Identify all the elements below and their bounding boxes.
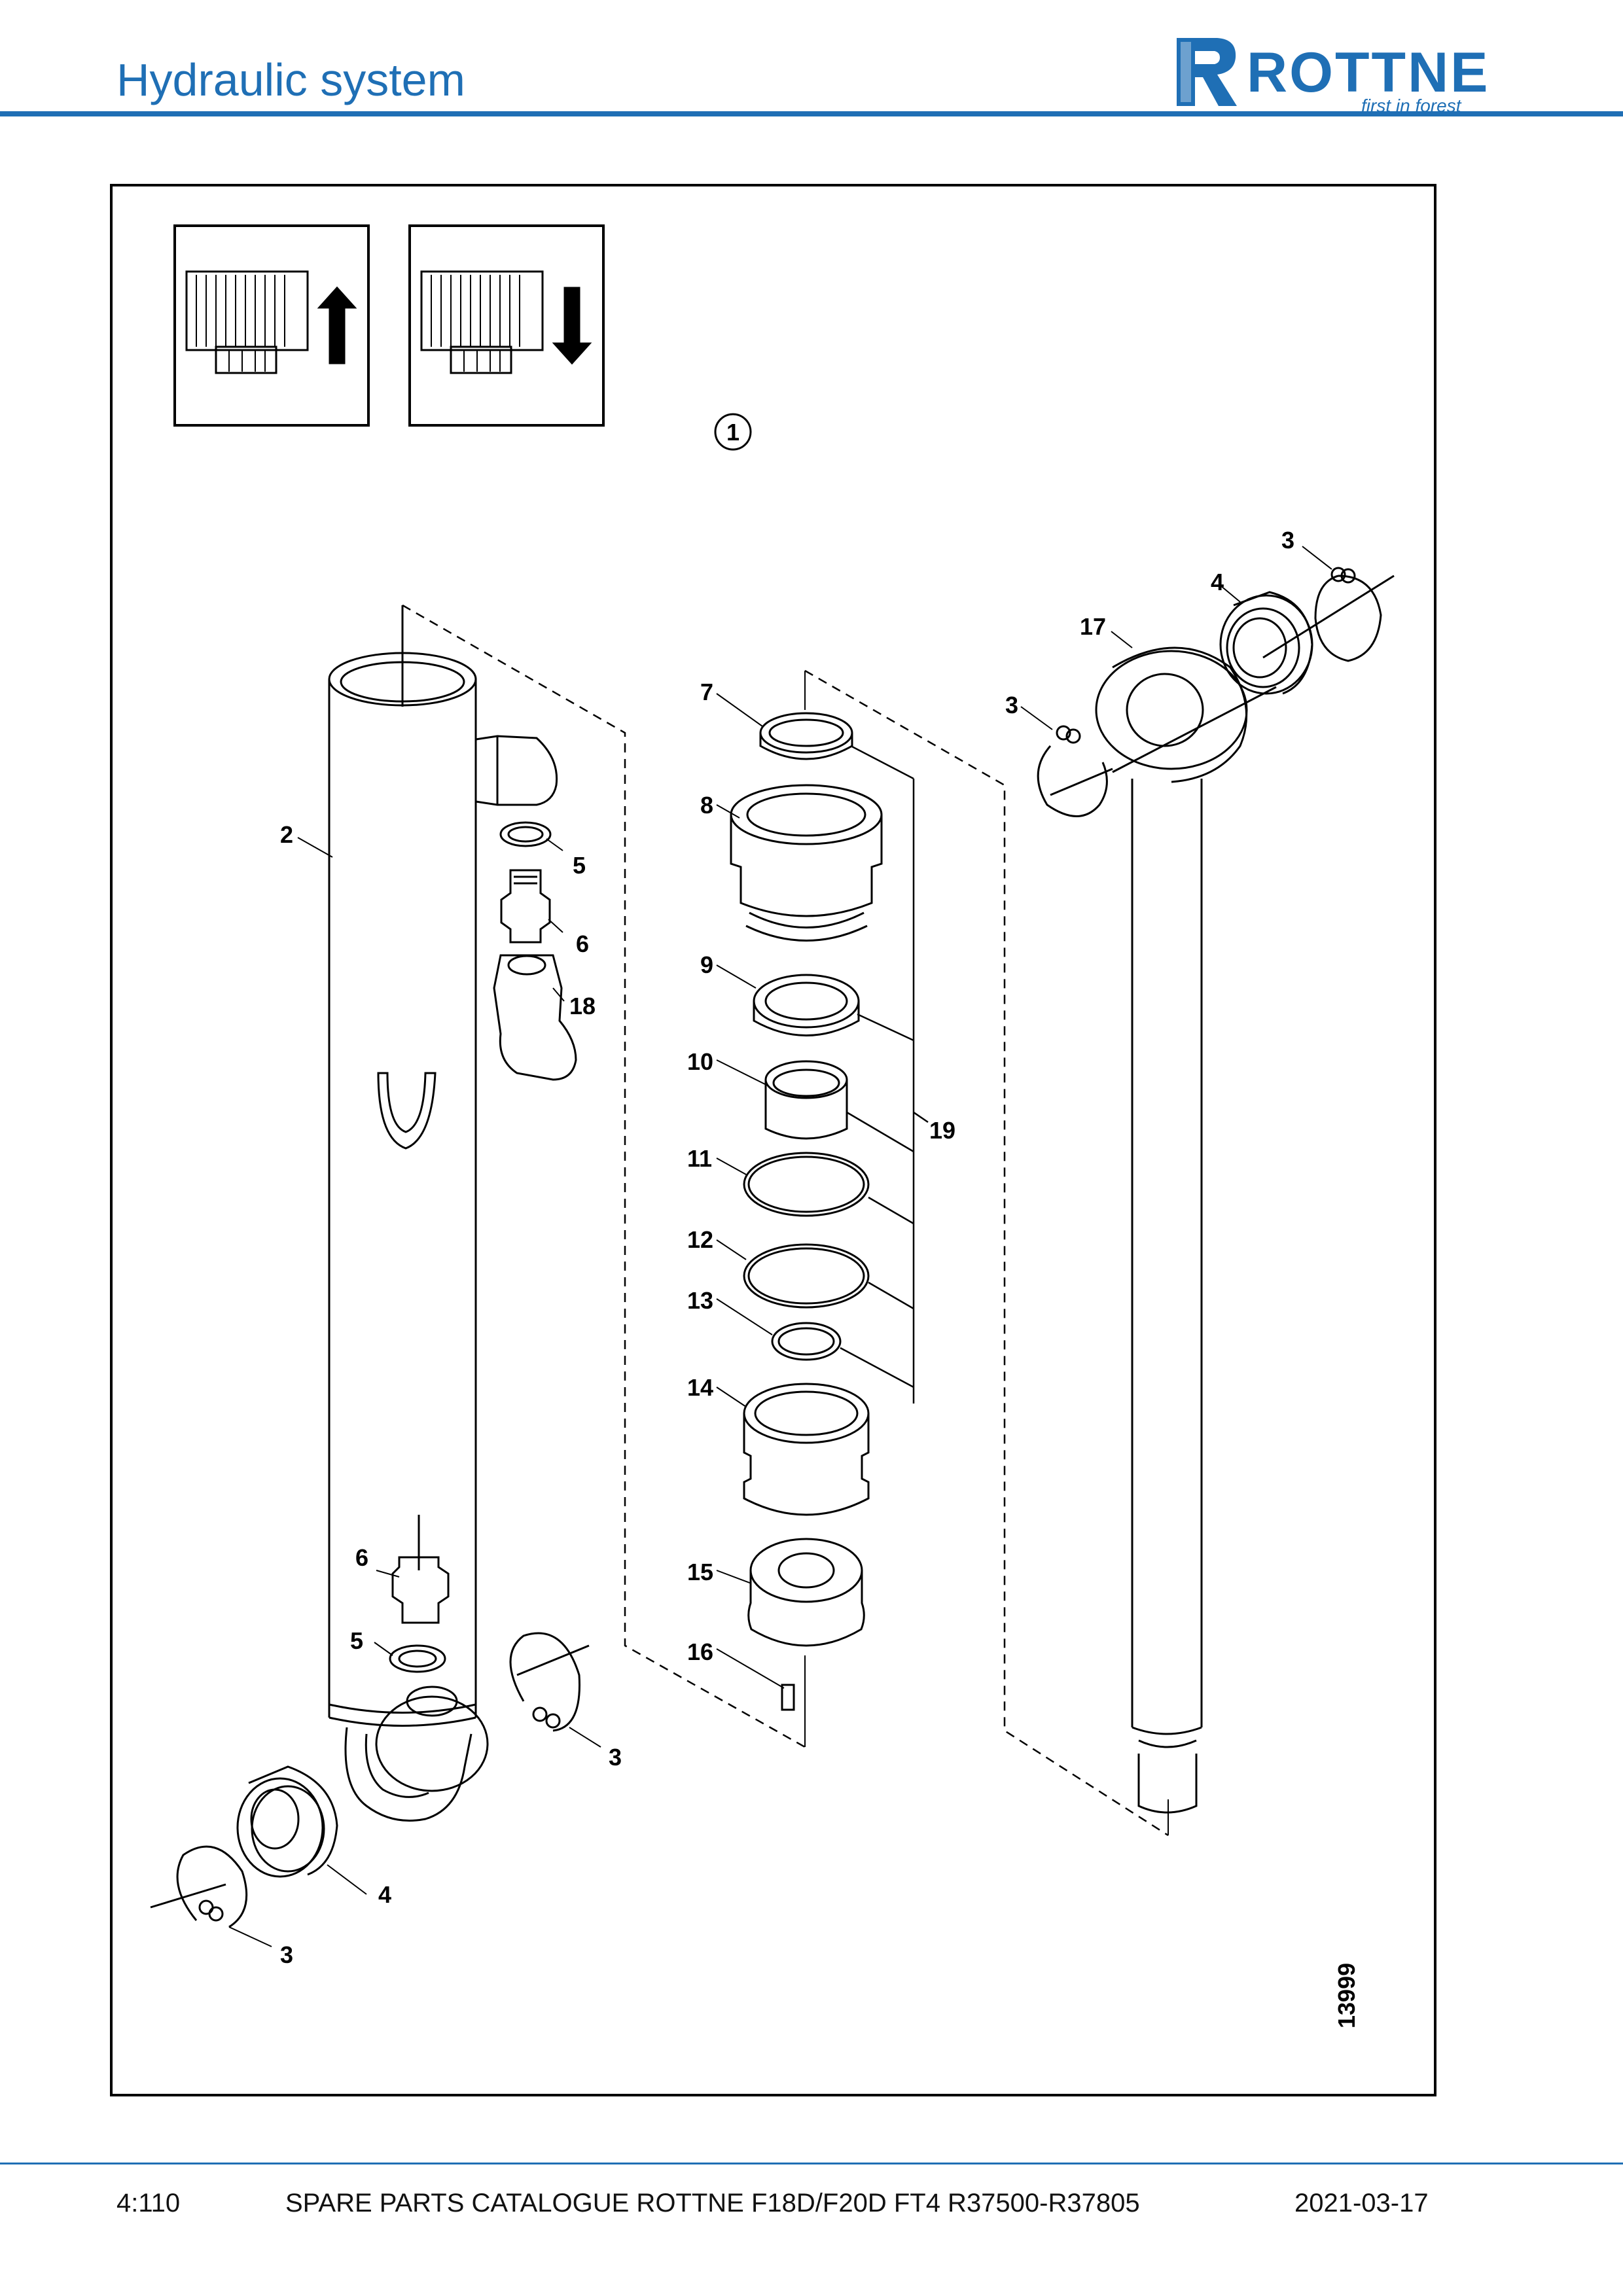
callout-6-base: 6: [355, 1544, 368, 1571]
figure-ref-label: 1: [726, 419, 740, 446]
tube-mount-line: [402, 605, 1169, 1835]
callout-9: 9: [700, 951, 713, 978]
callout-16: 16: [687, 1638, 713, 1665]
footer-rule: [0, 2163, 1623, 2164]
lower-bearing: [236, 1765, 338, 1878]
footer-date: 2021-03-17: [1294, 2189, 1429, 2217]
callout-7: 7: [700, 679, 713, 705]
callout-3-rod: 3: [1005, 692, 1018, 718]
callout-11: 11: [687, 1145, 712, 1172]
callout-13: 13: [687, 1287, 713, 1314]
callout-15: 15: [687, 1559, 713, 1585]
retract-direction-icon: [408, 224, 605, 427]
callout-2: 2: [280, 821, 293, 848]
callout-4-top: 4: [1211, 569, 1224, 595]
callout-17: 17: [1080, 613, 1106, 640]
extend-direction-icon: [173, 224, 370, 427]
callout-14: 14: [687, 1374, 713, 1401]
piston-rod: [1095, 646, 1277, 1814]
callout-10: 10: [687, 1048, 713, 1075]
leader-lines: [228, 546, 1332, 1947]
footer-catalogue-title: SPARE PARTS CATALOGUE ROTTNE F18D/F20D F…: [285, 2189, 1140, 2217]
callout-8: 8: [700, 792, 713, 819]
callout-18: 18: [569, 993, 596, 1019]
callout-3-base-left: 3: [280, 1941, 293, 1968]
callout-5-base: 5: [350, 1627, 363, 1654]
footer-page-number: 4:110: [116, 2189, 181, 2217]
drawing-number: 13999: [1333, 1963, 1360, 2028]
callout-4-base: 4: [378, 1881, 391, 1908]
figure-ref-circle: [714, 413, 752, 451]
callout-19: 19: [929, 1117, 955, 1144]
upper-fittings: [493, 821, 577, 1081]
exploded-parts-drawing: 1: [110, 184, 1436, 2096]
callout-6-top: 6: [576, 930, 589, 957]
callout-5-top: 5: [573, 852, 586, 879]
upper-bearing-and-rings: [1037, 567, 1395, 817]
assembly-lines: [402, 604, 1169, 1837]
logo-wordmark: ROTTNE: [1247, 41, 1490, 104]
page-title: Hydraulic system: [116, 54, 465, 105]
drawing-frame: [110, 184, 1436, 2096]
piston-stack: [730, 712, 883, 1711]
callout-3-base-right: 3: [609, 1744, 622, 1771]
header-rule: [0, 111, 1623, 116]
callout-3-top: 3: [1281, 527, 1294, 554]
callout-12: 12: [687, 1226, 713, 1253]
lower-fittings: [389, 1515, 450, 1673]
piston-bracket-19: [840, 745, 929, 1404]
cylinder-tube: [328, 605, 558, 1822]
rottne-logo-mark-icon: [1177, 38, 1237, 106]
lower-retaining-rings: [150, 1632, 590, 1928]
